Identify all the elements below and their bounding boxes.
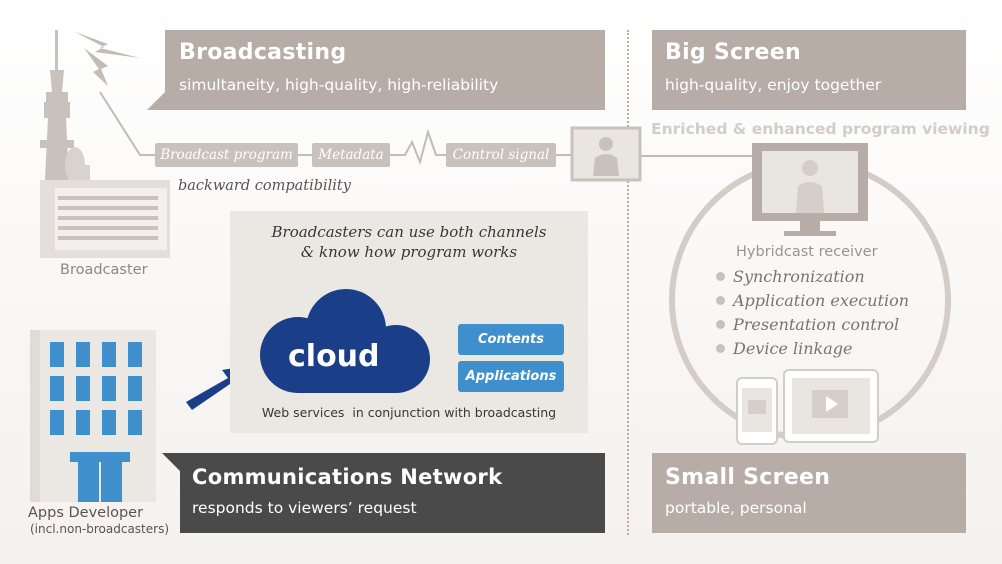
- tv-monitor-icon: [752, 143, 868, 236]
- broadcasting-panel: Broadcasting simultaneity, high-quality,…: [165, 30, 605, 110]
- small-screen-panel: Small Screen portable, personal: [652, 453, 966, 533]
- feature-label: Application execution: [733, 291, 910, 310]
- signal-line: [99, 91, 155, 156]
- tag-control-signal: Control signal: [446, 143, 556, 167]
- center-box-line1: Broadcasters can use both channels: [271, 223, 547, 241]
- cloud-icon: [260, 289, 430, 393]
- broadcaster-label: Broadcaster: [60, 262, 148, 278]
- broadcasting-panel-pointer: [147, 92, 165, 110]
- tag-metadata: Metadata: [312, 143, 390, 167]
- cloud-label: cloud: [288, 339, 380, 374]
- contents-button[interactable]: Contents: [458, 324, 564, 355]
- communications-panel-pointer: [162, 453, 180, 471]
- center-box-caption: Web services in conjunction with broadca…: [261, 405, 557, 420]
- bullet-icon: [716, 296, 725, 305]
- broadcaster-building-icon: [40, 180, 170, 258]
- applications-button[interactable]: Applications: [458, 361, 564, 392]
- lightning-icon: [84, 48, 108, 86]
- communications-title: Communications Network: [192, 465, 503, 489]
- feature-label: Device linkage: [733, 339, 853, 358]
- enriched-viewing-label: Enriched & enhanced program viewing: [651, 120, 990, 138]
- center-box-line2: & know how program works: [300, 243, 518, 261]
- bullet-icon: [716, 320, 725, 329]
- section-divider: [627, 30, 629, 535]
- broadcast-tower-icon: [40, 30, 74, 200]
- backward-compatibility-label: backward compatibility: [178, 178, 351, 194]
- big-screen-title: Big Screen: [665, 40, 801, 65]
- feature-presentation-control: Presentation control: [716, 315, 899, 334]
- apps-developer-note: (incl.non-broadcasters): [30, 522, 170, 536]
- program-thumbnail-icon: [570, 126, 642, 182]
- zigzag-line: [390, 128, 446, 166]
- bullet-icon: [716, 272, 725, 281]
- feature-application-execution: Application execution: [716, 291, 909, 310]
- tablet-icon: [783, 369, 879, 443]
- bullet-icon: [716, 344, 725, 353]
- center-info-box: Broadcasters can use both channels & kno…: [230, 211, 588, 433]
- feature-synchronization: Synchronization: [716, 267, 865, 286]
- lightning-icon: [75, 32, 140, 58]
- big-screen-panel: Big Screen high-quality, enjoy together: [652, 30, 966, 110]
- receiver-title: Hybridcast receiver: [736, 244, 878, 260]
- communications-panel: Communications Network responds to viewe…: [180, 453, 605, 533]
- feature-device-linkage: Device linkage: [716, 339, 852, 358]
- feature-label: Presentation control: [733, 315, 900, 334]
- big-screen-subtitle: high-quality, enjoy together: [665, 76, 882, 94]
- small-screen-subtitle: portable, personal: [665, 499, 807, 517]
- communications-subtitle: responds to viewers’ request: [192, 499, 417, 517]
- small-screen-title: Small Screen: [665, 465, 831, 490]
- broadcasting-title: Broadcasting: [179, 40, 347, 65]
- apps-developer-building-icon: [30, 330, 156, 502]
- tag-broadcast-program: Broadcast program: [155, 143, 298, 167]
- smartphone-icon: [736, 377, 778, 445]
- broadcasting-subtitle: simultaneity, high-quality, high-reliabi…: [179, 76, 499, 94]
- feature-label: Synchronization: [733, 267, 865, 286]
- apps-developer-label: Apps Developer: [28, 505, 144, 521]
